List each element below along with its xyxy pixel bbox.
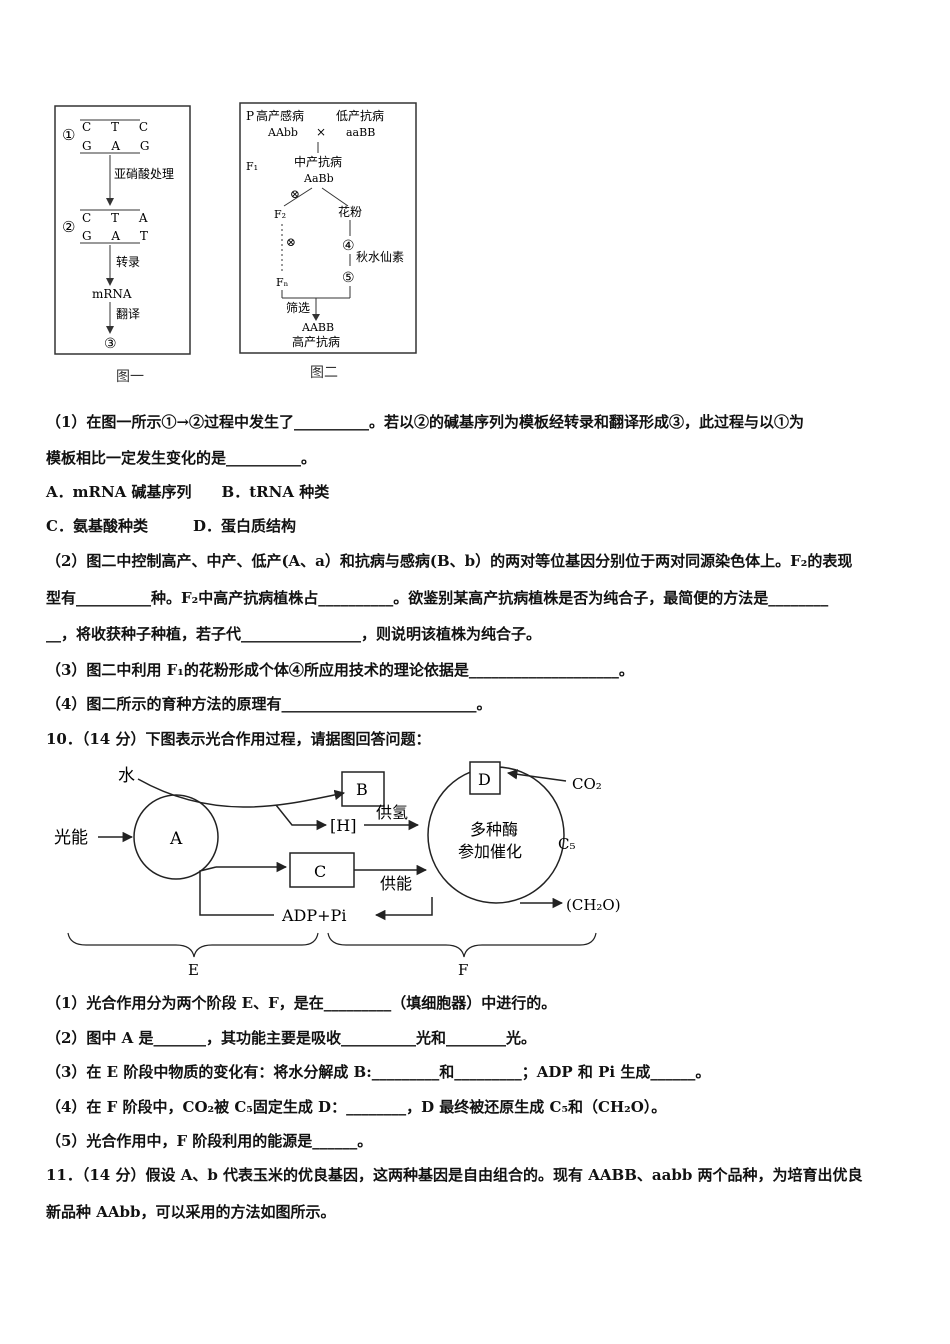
figure-one: ① C T C G A G 亚硝酸处理 ② C T A G A T 转录 mRN… <box>54 105 191 355</box>
fig1-label-2: ② <box>62 218 75 236</box>
fig1-step-1: 亚硝酸处理 <box>114 166 174 181</box>
diagram-water: 水 <box>118 766 135 786</box>
fig2-f1-name: 中产抗病 <box>294 154 342 169</box>
figure-two: P 高产感病 低产抗病 AAbb × aaBB F₁ 中产抗病 AaBb ⊗ F… <box>239 102 417 354</box>
diagram-c: C <box>314 862 326 881</box>
diagram-ch2o: (CH₂O) <box>566 896 621 914</box>
fig2-self-1: ⊗ <box>290 187 300 201</box>
fig2-result-geno: AABB <box>301 321 334 334</box>
diagram-a: A <box>169 829 183 849</box>
q9-line-1: （1）在图一所示①→②过程中发生了__________。若以②的碱基序列为模板经… <box>46 413 805 431</box>
q9-line-4: 型有__________种。F₂中高产抗病植株占__________。欲鉴别某高… <box>46 589 829 607</box>
diagram-light: 光能 <box>54 828 88 848</box>
fig1-seq1-bottom: G A G <box>82 139 157 153</box>
fig1-seq2-top: C T A <box>82 211 155 225</box>
q9-line-5: __，将收获种子种植，若子代________________，则说明该植株为纯合… <box>46 625 542 643</box>
q11-line-2: 新品种 AAbb，可以采用的方法如图所示。 <box>46 1203 336 1221</box>
q10-line-4: （4）在 F 阶段中，CO₂被 C₅固定生成 D：________，D 最终被还… <box>46 1098 667 1116</box>
fig2-p2-geno: aaBB <box>346 126 375 139</box>
fig2-label-5: ⑤ <box>342 270 355 286</box>
diagram-stage-e: E <box>188 961 199 979</box>
diagram-h: [H] <box>330 816 356 835</box>
fig1-label-1: ① <box>62 126 75 144</box>
q11-line-1: 11．（14 分）假设 A、b 代表玉米的优良基因，这两种基因是自由组合的。现有… <box>46 1166 863 1184</box>
fig2-f2-label: F₂ <box>274 208 286 221</box>
fig2-f1-geno: AaBb <box>303 172 334 185</box>
q9-line-3: （2）图二中控制高产、中产、低产(A、a）和抗病与感病(B、b）的两对等位基因分… <box>46 552 853 570</box>
diagram-adp: ADP+Pi <box>281 906 346 925</box>
q10-line-1: （1）光合作用分为两个阶段 E、F，是在_________（填细胞器）中进行的。 <box>46 994 557 1012</box>
fig2-caption: 图二 <box>310 365 338 381</box>
diagram-c5: C₅ <box>558 835 576 853</box>
q10-line-3: （3）在 E 阶段中物质的变化有：将水分解成 B:_________和_____… <box>46 1063 711 1081</box>
fig2-fn-label: Fₙ <box>276 276 289 289</box>
fig2-p1-geno: AAbb <box>267 126 298 139</box>
diagram-enzyme-line-2: 参加催化 <box>458 842 522 861</box>
q9-option-c-d: C．氨基酸种类 D．蛋白质结构 <box>46 517 296 535</box>
q9-line-7: （4）图二所示的育种方法的原理有________________________… <box>46 695 492 713</box>
fig1-seq1-top: C T C <box>82 120 156 134</box>
diagram-b: B <box>356 780 368 799</box>
fig2-label-4: ④ <box>342 238 355 254</box>
diagram-supply-hydrogen: 供氢 <box>376 803 408 822</box>
fig1-caption: 图一 <box>116 369 144 385</box>
diagram-stage-f: F <box>458 961 468 979</box>
fig1-step-2: 转录 <box>116 254 140 269</box>
q10-line-2: （2）图中 A 是_______，其功能主要是吸收__________光和___… <box>46 1029 537 1047</box>
fig2-p-label: P <box>246 109 254 123</box>
q10-line-5: （5）光合作用中，F 阶段利用的能源是______。 <box>46 1132 373 1150</box>
q9-line-2: 模板相比一定发生变化的是__________。 <box>46 449 317 467</box>
photosynthesis-diagram: 水 光能 A B [H] 供氢 C 供能 ADP+Pi 多种酶 参加催化 D C… <box>54 761 621 979</box>
diagram-enzyme-line-1: 多种酶 <box>470 820 518 839</box>
fig2-result-name: 高产抗病 <box>292 334 340 349</box>
fig2-self-2: ⊗ <box>286 235 296 249</box>
fig2-pollen: 花粉 <box>338 204 362 219</box>
q10-title: 10．（14 分）下图表示光合作用过程，请据图回答问题： <box>46 730 431 748</box>
fig2-select: 筛选 <box>286 300 310 315</box>
fig1-seq2-bottom: G A T <box>82 229 156 243</box>
fig2-colchicine: 秋水仙素 <box>356 250 404 264</box>
diagram-supply-energy: 供能 <box>380 874 412 893</box>
fig1-mrna: mRNA <box>92 287 132 301</box>
q9-line-6: （3）图二中利用 F₁的花粉形成个体④所应用技术的理论依据是__________… <box>46 661 634 679</box>
fig2-f1-label: F₁ <box>246 160 258 173</box>
fig2-cross: × <box>316 125 326 139</box>
fig1-step-3: 翻译 <box>116 307 140 321</box>
q9-option-a-b: A．mRNA 碱基序列 B．tRNA 种类 <box>46 483 330 501</box>
fig1-label-3: ③ <box>104 336 117 352</box>
fig2-p1-name: 高产感病 <box>256 108 304 123</box>
fig2-p2-name: 低产抗病 <box>336 108 384 123</box>
diagram-d: D <box>478 770 491 789</box>
diagram-co2: CO₂ <box>572 775 602 793</box>
